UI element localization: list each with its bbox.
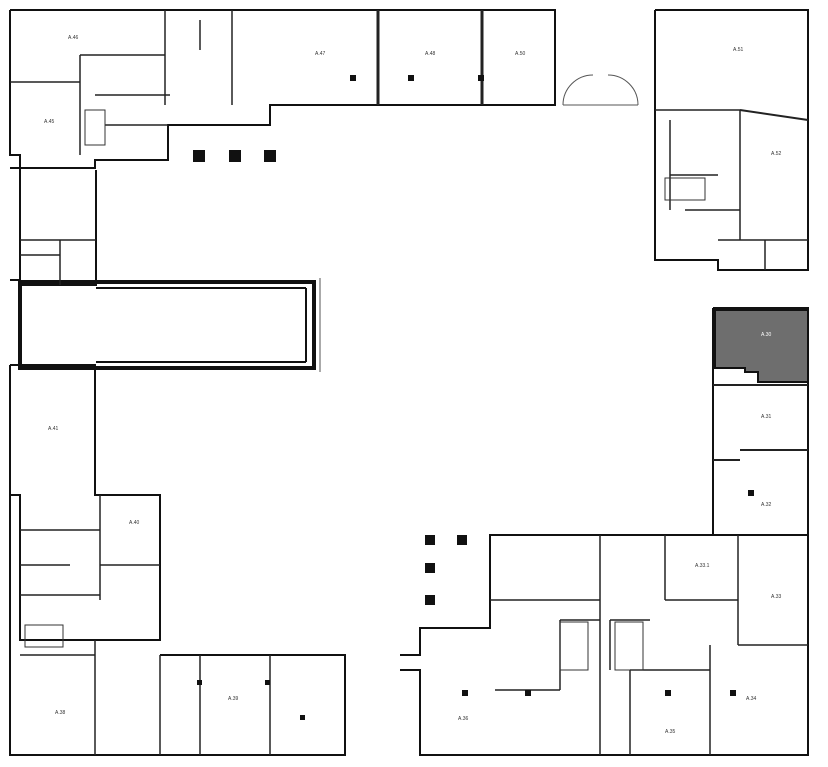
outer-walls	[9, 9, 809, 756]
label-a31: А.31	[761, 414, 772, 420]
label-a35: А.35	[665, 729, 676, 735]
label-a30: А.30	[761, 332, 772, 338]
columns	[193, 75, 754, 720]
label-a40: А.40	[129, 520, 140, 526]
label-a52: А.52	[771, 151, 782, 157]
unit-labels: А.46 А.45 А.47 А.48 А.50 А.51 А.52 А.30 …	[44, 35, 782, 735]
stair-cores	[24, 109, 706, 671]
label-a39: А.39	[228, 696, 239, 702]
label-a32: А.32	[761, 502, 772, 508]
central-bar	[18, 278, 321, 372]
label-a331: А.33.1	[695, 563, 710, 569]
label-a47: А.47	[315, 51, 326, 57]
label-a34: А.34	[746, 696, 757, 702]
label-a51: А.51	[733, 47, 744, 53]
label-a45: А.45	[44, 119, 55, 125]
label-a33: А.33	[771, 594, 782, 600]
gate-doors	[562, 74, 639, 106]
label-a48: А.48	[425, 51, 436, 57]
label-a36: А.36	[458, 716, 469, 722]
partitions	[10, 10, 809, 755]
label-a50: А.50	[515, 51, 526, 57]
highlighted-unit-a30	[714, 309, 809, 383]
label-a38: А.38	[55, 710, 66, 716]
label-a41: А.41	[48, 426, 59, 432]
label-a46: А.46	[68, 35, 79, 41]
